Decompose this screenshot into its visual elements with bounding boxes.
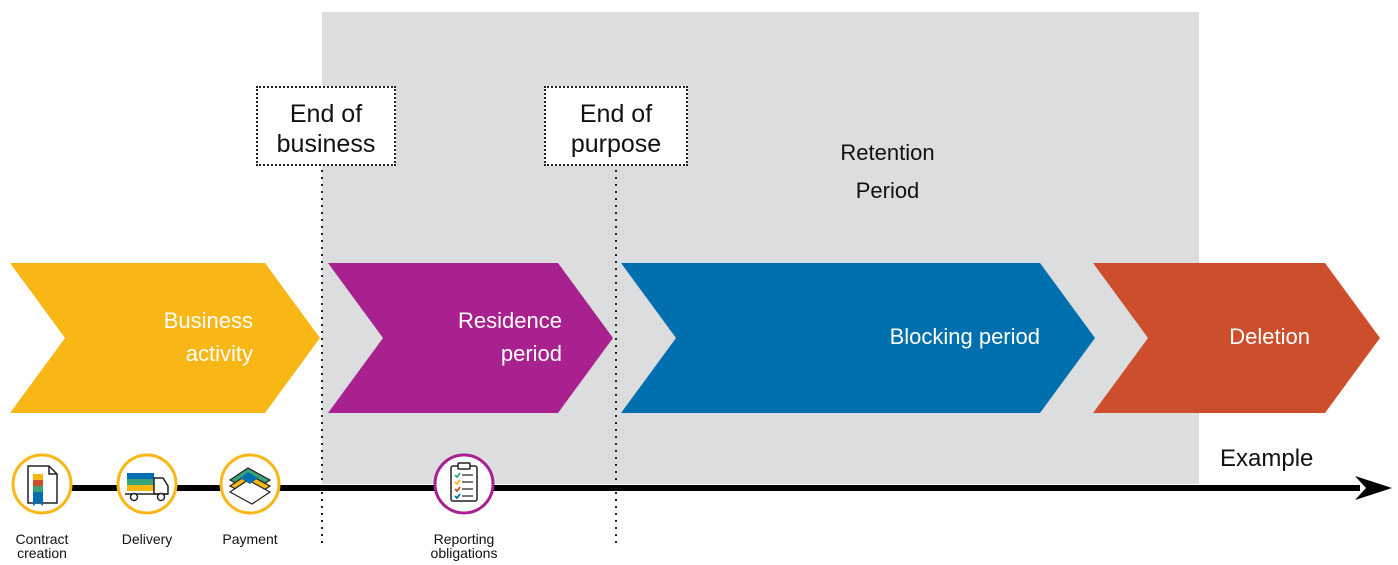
end-of-business-line2: business: [276, 130, 376, 158]
reporting-caption-line1: Reporting: [433, 531, 495, 547]
residence-period-label-1: Residence: [458, 308, 562, 333]
delivery-caption: Delivery: [107, 532, 187, 546]
residence-period-label-2: period: [501, 341, 562, 366]
business-activity-chevron: [10, 263, 320, 413]
end-of-purpose-line2: purpose: [570, 130, 662, 158]
deletion-label: Deletion: [1229, 324, 1310, 349]
end-of-business-box: End of business: [256, 86, 396, 166]
delivery-caption-line1: Delivery: [121, 531, 173, 547]
money-stack-icon: [219, 453, 281, 515]
payment-caption-line1: Payment: [222, 531, 278, 547]
reporting-obligations-caption: Reporting obligations: [414, 532, 514, 560]
contract-caption-line1: Contract: [15, 531, 69, 547]
blocking-period-chevron: [621, 263, 1095, 413]
business-activity-label-1: Business: [164, 308, 253, 333]
residence-period-chevron: [328, 263, 613, 413]
delivery-truck-icon: [116, 453, 178, 515]
retention-label-line1: Retention: [840, 140, 935, 165]
end-of-purpose-box: End of purpose: [544, 86, 688, 166]
payment-caption: Payment: [210, 532, 290, 546]
deletion-chevron: [1093, 263, 1380, 413]
business-activity-label-2: activity: [186, 341, 253, 366]
timeline-arrowhead-icon: [1355, 476, 1392, 500]
end-of-business-line1: End of: [289, 100, 363, 128]
blocking-period-label: Blocking period: [890, 324, 1040, 349]
retention-period-label: Retention Period: [800, 134, 975, 210]
retention-label-line2: Period: [855, 178, 920, 203]
contract-document-icon: [11, 453, 73, 515]
contract-caption-line2: creation: [17, 545, 67, 561]
timeline-example-label: Example: [1220, 445, 1314, 472]
reporting-caption-line2: obligations: [430, 545, 498, 561]
clipboard-checklist-icon: [433, 453, 495, 515]
end-of-purpose-line1: End of: [579, 100, 653, 128]
contract-creation-caption: Contract creation: [2, 532, 82, 560]
